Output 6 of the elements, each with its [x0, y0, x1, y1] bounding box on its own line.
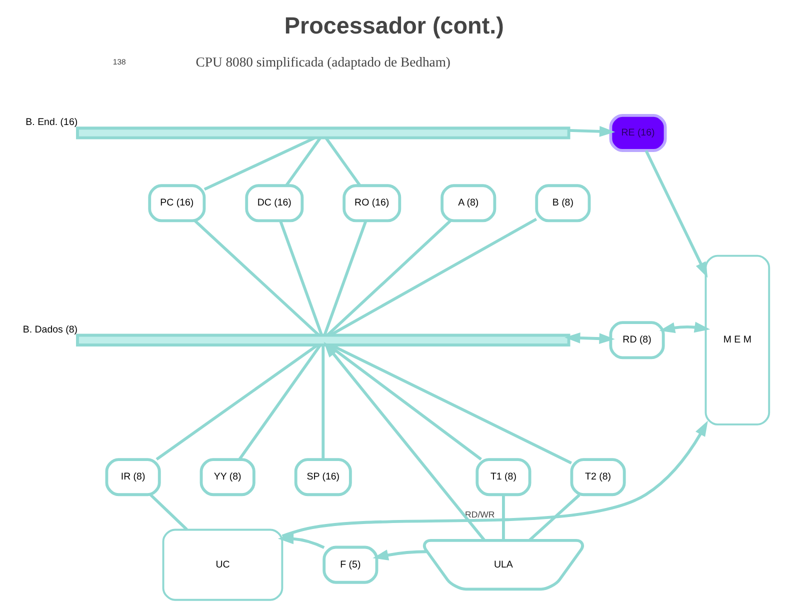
- label: 138: [112, 58, 126, 67]
- label: CPU 8080 simplificada (adaptado de Bedham): [196, 54, 450, 70]
- node-label: B. End. (16): [26, 117, 78, 128]
- diagram-title: Processador (cont.): [284, 12, 504, 39]
- edge-label: RD/WR: [465, 509, 495, 520]
- node-label: B. Dados (8): [22, 324, 78, 336]
